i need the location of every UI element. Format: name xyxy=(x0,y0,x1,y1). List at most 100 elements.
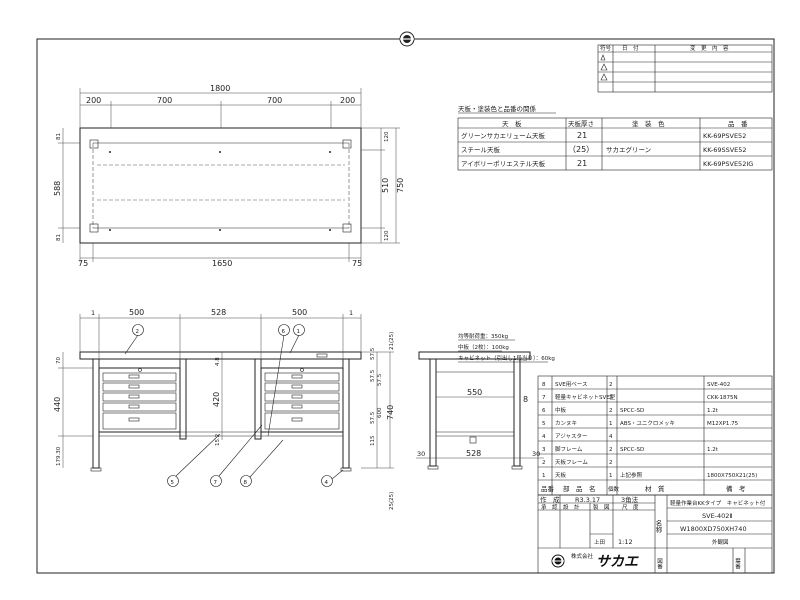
part-name: 中板 xyxy=(555,406,567,414)
part-qty: 4 xyxy=(609,434,613,440)
parts-header-no: 品番 xyxy=(541,485,555,493)
part-material: SPCC-SD xyxy=(620,408,644,414)
front-dim-cab-right: 500 xyxy=(292,308,307,317)
rev-triangle-icon xyxy=(600,54,606,61)
part-remark: 1.2t xyxy=(707,408,719,414)
drawing-date: R3.3.17 xyxy=(575,496,600,504)
note-shelf-load: 中板（2枚）：100kg xyxy=(458,343,509,351)
part-name: アジャスター xyxy=(555,432,588,440)
part-no: 4 xyxy=(542,434,546,440)
color-row3-partno: KK-69PSVE52IG xyxy=(703,160,753,168)
front-dim-right-6: 600 xyxy=(377,407,383,418)
front-dim-right-adjust: 25(25) xyxy=(389,492,395,510)
balloon-1: 1 xyxy=(289,324,305,354)
parts-header-qty: 個数 xyxy=(608,485,620,493)
top-dim-right: 200 xyxy=(340,96,355,105)
balloon-2: 2 xyxy=(124,324,144,355)
front-view: 1 500 528 500 1 70 440 179.30 4.8 420 15… xyxy=(53,308,395,510)
color-row2-board: スチール天板 xyxy=(461,145,501,154)
part-no: 1 xyxy=(542,473,546,479)
part-no: 7 xyxy=(542,395,546,401)
part-name: 天板 xyxy=(555,471,567,479)
front-dim-mid-top: 4.8 xyxy=(215,357,221,366)
part-no: 5 xyxy=(542,421,546,427)
role-draft: 製 図 xyxy=(593,503,610,511)
part-qty: 1 xyxy=(609,421,613,427)
front-dim-right-1: 57.5 xyxy=(370,347,376,360)
color-row3-thickness: 21 xyxy=(577,159,587,168)
top-view: 1800 200 700 700 200 75 1650 75 81 588 8… xyxy=(53,84,405,268)
color-header-partno: 品 番 xyxy=(728,120,748,128)
front-dim-mid-center: 420 xyxy=(212,392,221,407)
part-no: 8 xyxy=(542,382,546,388)
side-dim-30-left: 30 xyxy=(417,450,425,458)
color-row1-partno: KK-69PSVE52 xyxy=(703,132,746,140)
color-header-paint: 塗 装 色 xyxy=(632,119,665,128)
drawing-type: 外観図 xyxy=(712,538,729,546)
part-remark: M12XP1.75 xyxy=(707,421,739,427)
part-remark: CKK-1875N xyxy=(707,395,738,401)
color-row2-thickness: （25） xyxy=(568,145,594,154)
part-qty: 2 xyxy=(609,395,613,401)
part-remark: 1.2t xyxy=(707,447,719,453)
color-row2-partno: KK-69SSVE52 xyxy=(703,146,747,154)
top-dim-total: 1800 xyxy=(210,84,230,93)
front-dim-right-5: 115 xyxy=(370,435,376,446)
balloon-label: 1 xyxy=(297,329,301,335)
front-dim-mid-bottom: 15.2 xyxy=(215,434,221,446)
scale-person: 上田 xyxy=(594,538,605,546)
top-dim-mid2: 700 xyxy=(267,96,282,105)
part-name: 天板フレーム xyxy=(555,458,588,466)
load-notes: 均等耐荷重：350kg 中板（2枚）：100kg キャビネット（引出し1段当り）… xyxy=(458,332,555,363)
registration-mark-icon xyxy=(399,31,415,47)
rev-header-date: 日 付 xyxy=(622,44,639,52)
part-no: 2 xyxy=(542,460,546,466)
color-row1-thickness: 21 xyxy=(577,131,587,140)
part-name: カンヌキ xyxy=(555,420,577,427)
parts-list: 8 SVE用ベース 2 SVE-402 7 軽量キャビネットSVE型 2 CKK… xyxy=(537,375,773,496)
company-name: サカエ xyxy=(596,554,639,570)
part-name: 軽量キャビネットSVE型 xyxy=(555,393,616,401)
balloon-8: 8 xyxy=(240,439,284,487)
right-dim-mid: 510 xyxy=(381,178,390,193)
rev-header-content: 変 更 内 容 xyxy=(690,44,729,52)
part-material: SPCC-SD xyxy=(620,447,644,453)
balloon-label: 6 xyxy=(282,329,286,335)
color-table-title: 天板・塗装色と品番の関係 xyxy=(458,104,537,113)
right-dim-total: 750 xyxy=(396,178,405,193)
balloon-label: 4 xyxy=(325,480,329,486)
part-name: 脚フレーム xyxy=(555,445,583,453)
right-dim-bottom: 120 xyxy=(384,230,390,241)
top-dim-mid1: 700 xyxy=(157,96,172,105)
part-remark: 1800X750X21(25) xyxy=(707,473,757,479)
front-dim-left-bottom: 179.30 xyxy=(56,446,62,466)
projection-method: 3角法 xyxy=(621,495,639,504)
bottom-dim-left: 75 xyxy=(78,259,88,268)
sakae-logo: 株式会社 サカエ xyxy=(551,552,639,570)
rev-triangle-icon xyxy=(600,63,608,71)
part-no: 6 xyxy=(542,408,546,414)
front-dim-right-thick: 21(25) xyxy=(389,332,395,350)
note-uniform-load: 均等耐荷重：350kg xyxy=(458,332,508,340)
side-view: 550 8 30 528 30 xyxy=(416,351,544,470)
product-name: 軽量作業台KKタイプ キャビネット付 xyxy=(670,499,766,507)
rev-header-mark: 符号 xyxy=(600,44,612,52)
side-dim-528: 528 xyxy=(466,449,481,458)
front-dim-right-total: 740 xyxy=(386,405,395,420)
scale-value: 1:12 xyxy=(618,538,633,546)
color-paint-value: サカエグリーン xyxy=(606,145,651,154)
part-material: 上記参照 xyxy=(620,471,643,479)
role-scale: 尺 度 xyxy=(622,503,639,511)
color-header-board: 天 板 xyxy=(502,119,522,128)
sheet-no-label: 葉番 xyxy=(734,557,741,571)
balloon-label: 5 xyxy=(171,480,175,486)
part-remark: SVE-402 xyxy=(707,382,730,388)
parts-header-material: 材 質 xyxy=(645,484,665,493)
role-design: 設 計 xyxy=(563,503,580,511)
top-dim-left: 200 xyxy=(86,96,101,105)
product-model: SVE-402Ⅱ xyxy=(702,512,733,520)
left-dim-mid: 588 xyxy=(53,181,62,196)
front-dim-gap-left: 1 xyxy=(91,309,95,317)
note-cabinet-load: キャビネット（引出し1段当り）：60kg xyxy=(458,354,555,362)
